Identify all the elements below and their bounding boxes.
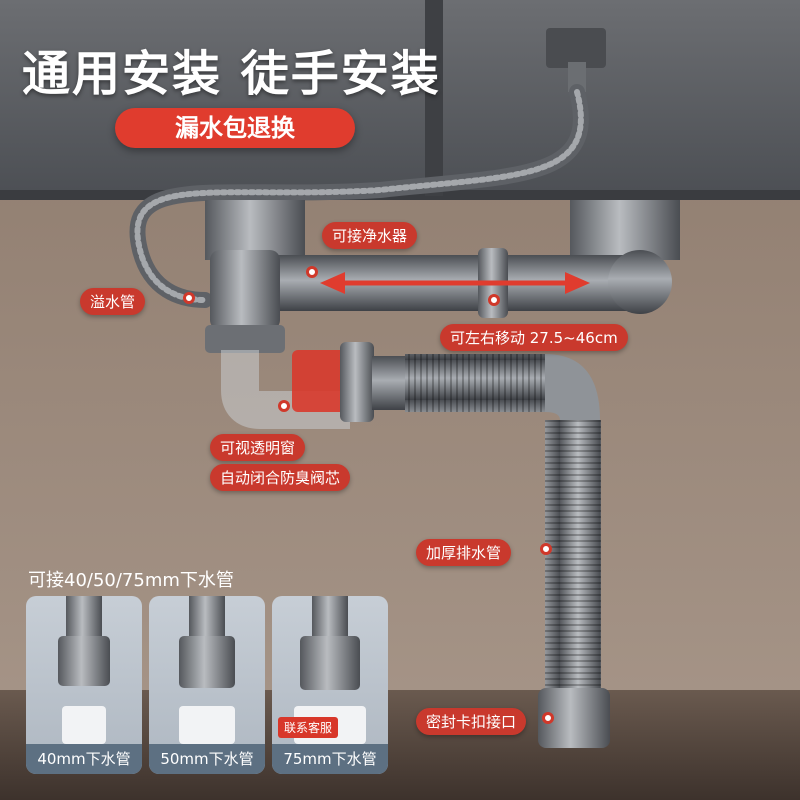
callout-purifier: 可接净水器 xyxy=(322,222,418,249)
spec-card-label: 50mm下水管 xyxy=(149,744,265,774)
callout-thick-pipe: 加厚排水管 xyxy=(416,539,512,566)
callout-valve: 自动闭合防臭阀芯 xyxy=(210,464,351,491)
callout-adjust-dot xyxy=(488,294,500,306)
callout-purifier-dot xyxy=(306,266,318,278)
callout-seal-dot xyxy=(542,712,554,724)
spec-card-label: 40mm下水管 xyxy=(26,744,142,774)
contact-service-tag[interactable]: 联系客服 xyxy=(278,717,339,738)
callout-overflow: 溢水管 xyxy=(80,288,146,315)
callout-window: 可视透明窗 xyxy=(210,434,306,461)
callout-seal: 密封卡扣接口 xyxy=(416,708,527,735)
leak-guarantee-badge: 漏水包退换 xyxy=(115,108,355,148)
callout-overflow-dot xyxy=(183,292,195,304)
headline: 通用安装 徒手安装 xyxy=(22,46,441,102)
spec-title: 可接40/50/75mm下水管 xyxy=(28,570,234,591)
spec-card-75: 联系客服 75mm下水管 xyxy=(272,596,388,774)
pipe-50-illustration xyxy=(179,596,235,744)
spec-card-label: 75mm下水管 xyxy=(272,744,388,774)
callout-window-dot xyxy=(278,400,290,412)
pipe-40-illustration xyxy=(58,596,110,744)
callout-adjust: 可左右移动 27.5~46cm xyxy=(440,324,628,351)
spec-card-50: 50mm下水管 xyxy=(149,596,265,774)
spec-card-40: 40mm下水管 xyxy=(26,596,142,774)
callout-thick-pipe-dot xyxy=(540,543,552,555)
